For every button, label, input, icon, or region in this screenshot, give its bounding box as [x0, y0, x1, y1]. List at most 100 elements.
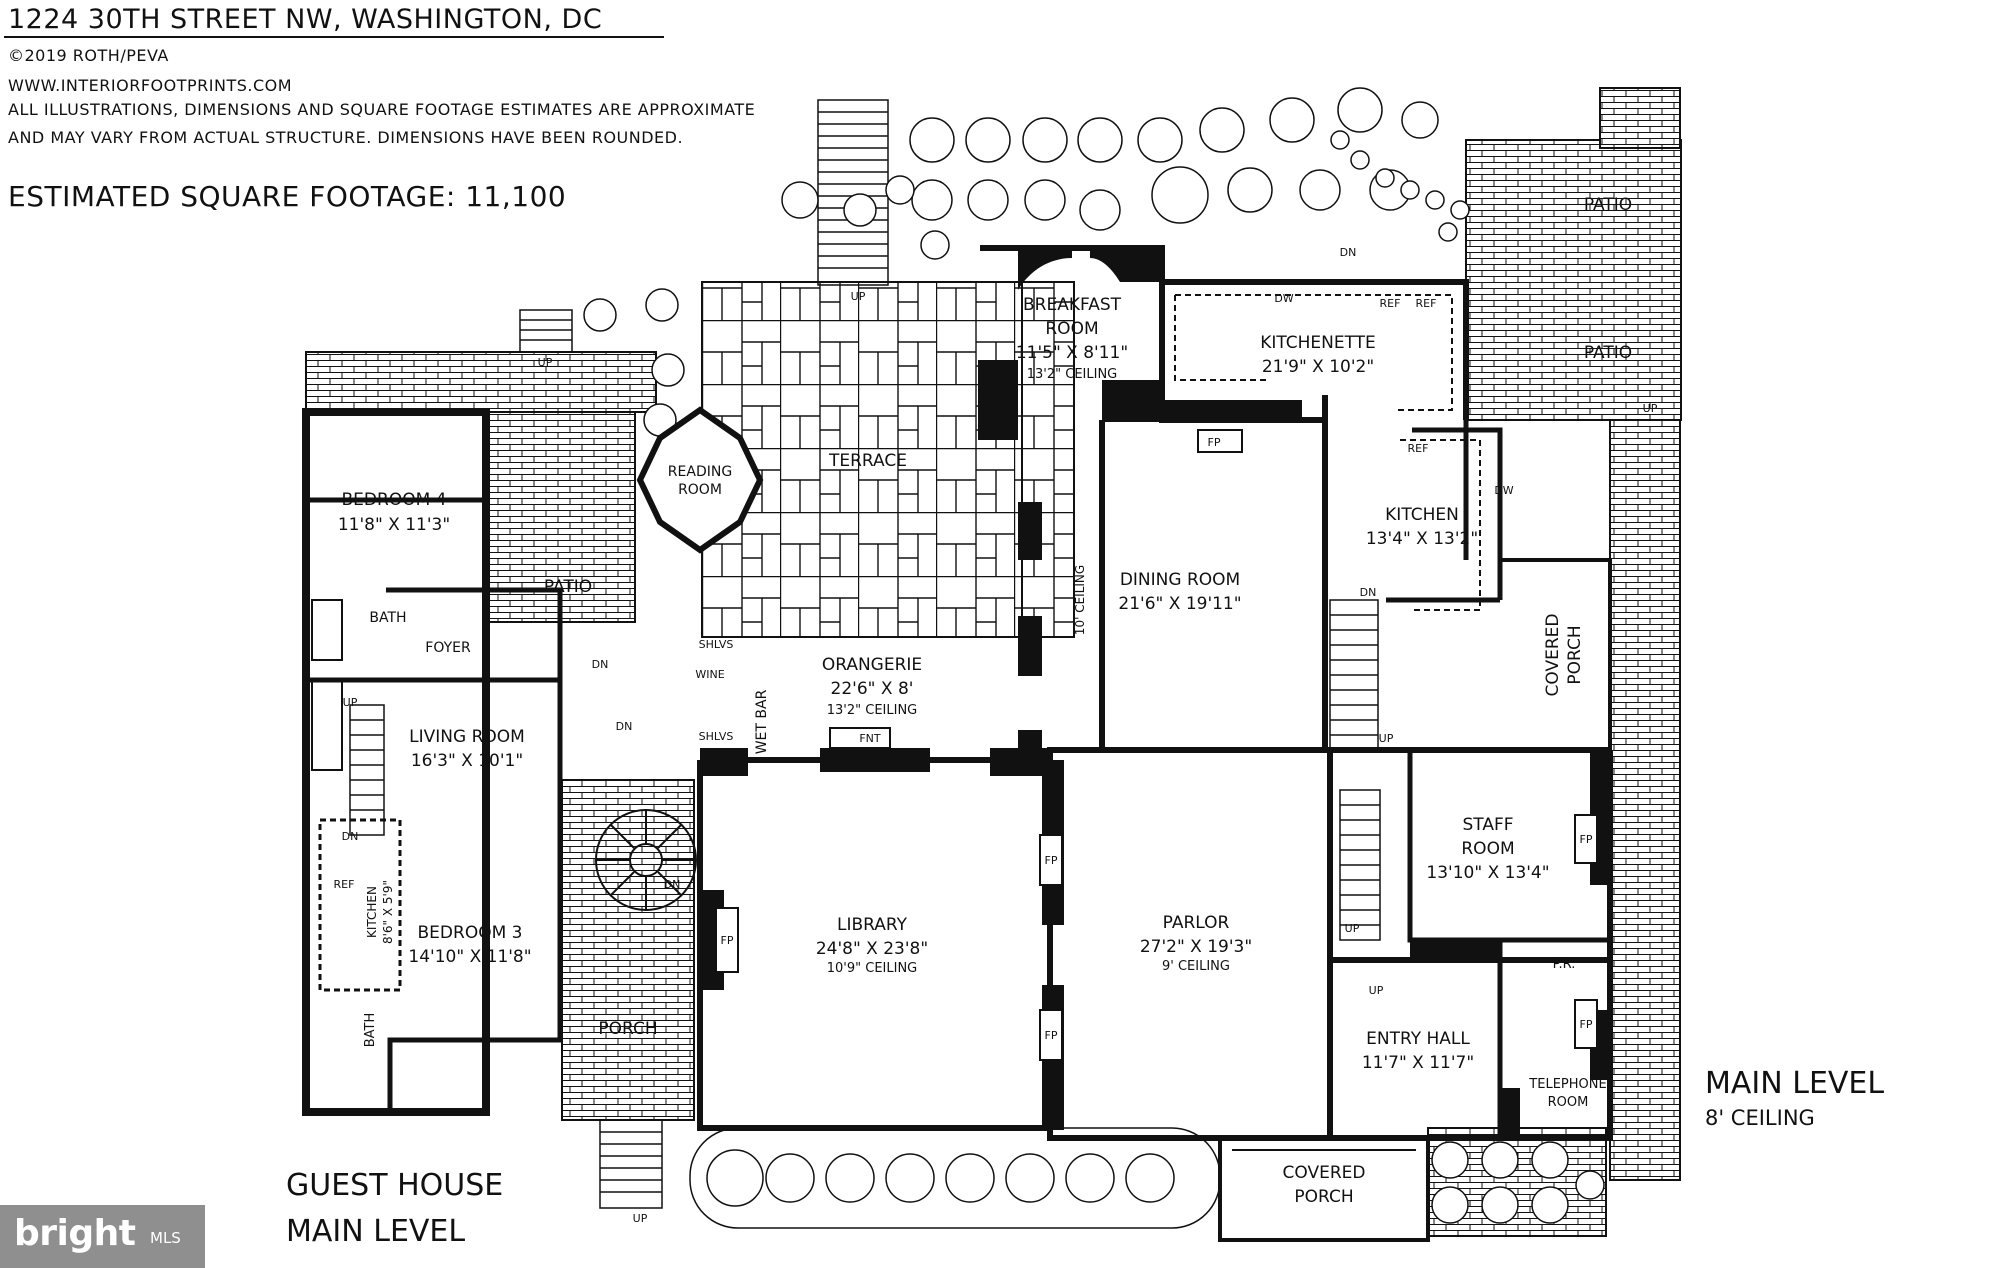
- bright-mls-logo: bright MLS: [0, 1205, 205, 1268]
- guest-house-label-1: GUEST HOUSE: [286, 1168, 504, 1203]
- reading-room-name-1: READING: [668, 464, 732, 480]
- foyer-label: FOYER: [425, 640, 471, 656]
- dn-kitchenette-stair: DN: [1340, 246, 1357, 259]
- header-divider: [4, 36, 664, 38]
- telephone-room-name-2: ROOM: [1548, 1095, 1589, 1110]
- parlor-ceiling: 9' CEILING: [1162, 959, 1230, 974]
- up-entry-stair: UP: [1369, 984, 1384, 997]
- fp-dining: FP: [1208, 436, 1221, 449]
- bedroom3-dims: 14'10" X 11'8": [408, 947, 531, 967]
- reading-room-name-2: ROOM: [678, 482, 722, 498]
- patio-right-paving: [1465, 139, 1682, 421]
- porch-guest-paving: [561, 779, 695, 1121]
- kitchenette-dims: 21'9" X 10'2": [1262, 357, 1374, 377]
- breakfast-room-name-1: BREAKFAST: [1023, 295, 1122, 315]
- up-kitchen-stair: UP: [1379, 732, 1394, 745]
- property-address: 1224 30TH STREET NW, WASHINGTON, DC: [8, 4, 603, 35]
- living-room-name: LIVING ROOM: [409, 727, 525, 747]
- porch-label: PORCH: [598, 1019, 657, 1039]
- dw-kitchenette: DW: [1274, 292, 1293, 305]
- covered-porch-front-name-1: COVERED: [1283, 1163, 1366, 1183]
- up-staff-stair: UP: [1345, 922, 1360, 935]
- fp-parlor-2: FP: [1045, 1029, 1058, 1042]
- fp-staff: FP: [1580, 833, 1593, 846]
- dn-living-stair: DN: [342, 830, 359, 843]
- bath-lower-label: BATH: [363, 1013, 378, 1048]
- up-living-stair: UP: [343, 696, 358, 709]
- living-room-dims: 16'3" X 10'1": [411, 751, 523, 771]
- brick-walk-right: [1609, 419, 1681, 1181]
- fp-library: FP: [721, 934, 734, 947]
- room-labels: BREAKFAST ROOM 11'5" X 8'11" 13'2" CEILI…: [338, 195, 1632, 1207]
- breakfast-room-dims: 11'5" X 8'11": [1016, 343, 1128, 363]
- terrace-name: TERRACE: [828, 451, 907, 471]
- kitchenette-name: KITCHENETTE: [1260, 333, 1376, 353]
- powder-room-label: P.R.: [1553, 957, 1576, 972]
- bedroom4-dims: 11'8" X 11'3": [338, 515, 450, 535]
- kitchen-name: KITCHEN: [1385, 505, 1459, 525]
- up-patio-right: UP: [1643, 402, 1658, 415]
- covered-porch-front-name-2: PORCH: [1294, 1187, 1353, 1207]
- library-dims: 24'8" X 23'8": [816, 939, 928, 959]
- dn-spiral: DN: [616, 720, 633, 733]
- up-terrace-stair: UP: [851, 290, 866, 303]
- ref-guest-kitchen: REF: [334, 878, 355, 891]
- wine-label: WINE: [695, 668, 724, 681]
- shelves-staff: SHLVS: [1457, 948, 1492, 961]
- kitchen-counters: [1174, 294, 1481, 611]
- patio-right-label: PATIO: [1584, 343, 1632, 363]
- fountain-label: FNT: [859, 732, 881, 745]
- reading-room-walls: [636, 406, 764, 554]
- bath-upper-label: BATH: [369, 610, 406, 626]
- main-level-label-1: MAIN LEVEL: [1705, 1066, 1885, 1101]
- kitchen-stair: [349, 599, 1381, 941]
- patio-guest-paving: [484, 411, 636, 623]
- website-text: WWW.INTERIORFOOTPRINTS.COM: [8, 76, 293, 95]
- patio-guest-label: PATIO: [544, 577, 592, 597]
- up-porch-stair: UP: [633, 1212, 648, 1225]
- kitchen-dims: 13'4" X 13'2": [1366, 529, 1478, 549]
- ref-kitchenette-2: REF: [1416, 297, 1437, 310]
- orangerie-dims: 22'6" X 8': [831, 679, 914, 699]
- patio-top-label: PATIO: [1584, 195, 1632, 215]
- breakfast-room-ceiling: 13'2" CEILING: [1027, 367, 1118, 382]
- spiral-stair: [595, 809, 697, 911]
- bedroom3-name: BEDROOM 3: [418, 923, 523, 943]
- dn-guest-patio: DN: [592, 658, 609, 671]
- fp-parlor-1: FP: [1045, 854, 1058, 867]
- ceiling-10-label: 10' CEILING: [1073, 565, 1087, 635]
- staff-room-dims: 13'10" X 13'4": [1426, 863, 1549, 883]
- orangerie-ceiling: 13'2" CEILING: [827, 703, 918, 718]
- telephone-room-name-1: TELEPHONE: [1528, 1077, 1606, 1092]
- fp-entry: FP: [1580, 1018, 1593, 1031]
- brick-walk-guest-top: [305, 351, 657, 413]
- dn-kitchen-stair: DN: [1360, 586, 1377, 599]
- guest-kitchen-dims: 8'6" X 5'9": [381, 880, 395, 944]
- up-guest-stair: UP: [538, 356, 553, 369]
- square-footage: ESTIMATED SQUARE FOOTAGE: 11,100: [8, 180, 567, 213]
- shelves-orangerie-2: SHLVS: [699, 730, 734, 743]
- shelves-orangerie-1: SHLVS: [699, 638, 734, 651]
- guest-kitchen-name: KITCHEN: [365, 886, 379, 938]
- bedroom4-name: BEDROOM 4: [342, 490, 447, 510]
- orangerie-name: ORANGERIE: [822, 655, 922, 675]
- dn-spiral-2: DN: [664, 878, 681, 891]
- parlor-name: PARLOR: [1163, 913, 1230, 933]
- logo-suffix: MLS: [150, 1229, 181, 1247]
- ref-kitchenette-1: REF: [1380, 297, 1401, 310]
- main-level-label-2: 8' CEILING: [1705, 1106, 1815, 1130]
- annotations: FP FP FP FP FP FP FNT REF REF REF REF DW…: [334, 246, 1658, 1225]
- breakfast-room-name-2: ROOM: [1045, 319, 1098, 339]
- dining-room-name: DINING ROOM: [1120, 570, 1240, 590]
- dw-kitchen: DW: [1494, 484, 1513, 497]
- staff-room-name-2: ROOM: [1461, 839, 1514, 859]
- disclaimer-line-1: ALL ILLUSTRATIONS, DIMENSIONS AND SQUARE…: [8, 100, 756, 119]
- staff-room-name-1: STAFF: [1462, 815, 1513, 835]
- covered-porch-side-name-1: COVERED: [1543, 614, 1563, 697]
- dining-room-dims: 21'6" X 19'11": [1118, 594, 1241, 614]
- logo-wordmark: bright: [14, 1213, 136, 1254]
- entry-hall-dims: 11'7" X 11'7": [1362, 1053, 1474, 1073]
- terrace-flagstone: [701, 281, 1023, 638]
- covered-porch-side-name-2: PORCH: [1565, 625, 1585, 684]
- parlor-dims: 27'2" X 19'3": [1140, 937, 1252, 957]
